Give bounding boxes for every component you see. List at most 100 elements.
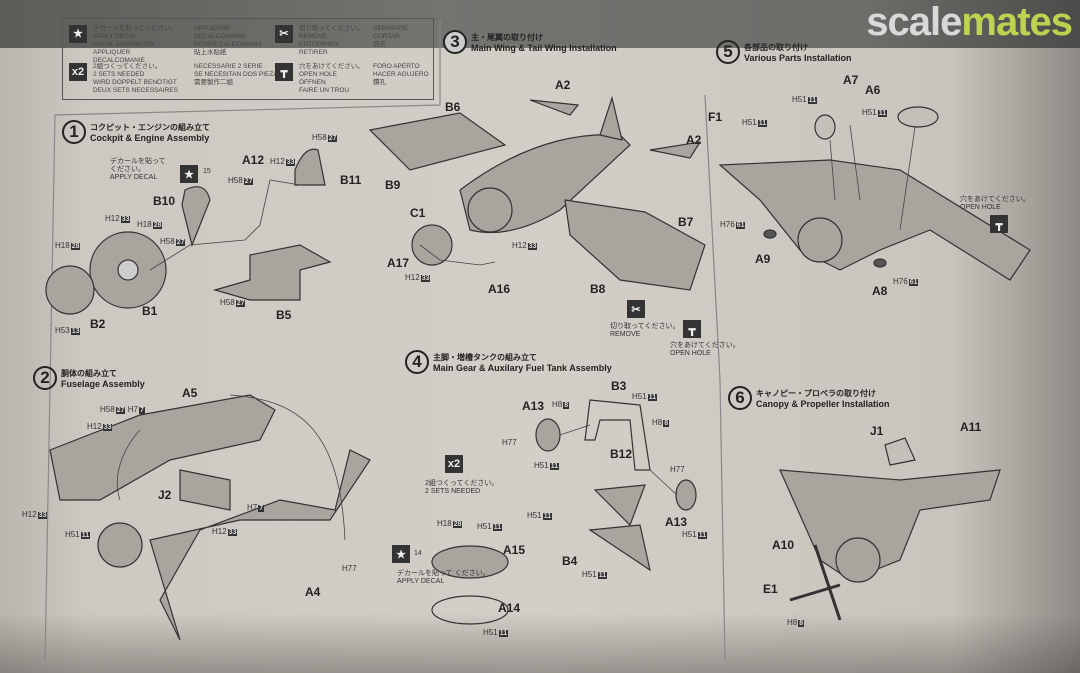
step-title-jp: コクピット・エンジンの組み立て xyxy=(90,122,210,132)
star-decal-icon: ★ xyxy=(392,545,410,563)
apply-decal-note: デカールを貼って ください。APPLY DECAL xyxy=(397,570,490,585)
part-label: A7 xyxy=(843,73,859,87)
dark-top-band xyxy=(0,0,1080,48)
step-title-en: Cockpit & Engine Assembly xyxy=(90,132,210,143)
step-title-jp: 主脚・増槽タンクの組み立て xyxy=(433,352,537,362)
step-title-jp: キャノピー・プロペラの取り付け xyxy=(756,388,876,398)
step-title-en: Fuselage Assembly xyxy=(61,378,145,389)
shadow xyxy=(0,613,1080,673)
cut-icon: ✂ xyxy=(627,300,645,318)
part-label: B12 xyxy=(610,447,633,461)
open-hole-note: 穴をあけてください。OPEN HOLE xyxy=(960,196,1030,211)
part-label: J1 xyxy=(870,424,884,438)
remove-note: 切り取ってください。REMOVE xyxy=(610,323,680,338)
b10 xyxy=(181,186,211,247)
scalemates-watermark: scalemates xyxy=(866,0,1073,44)
wing-b7 xyxy=(564,199,706,291)
paint-code: H77 xyxy=(502,438,517,447)
seat-b11 xyxy=(294,148,326,186)
star-decal-icon: ★ xyxy=(69,25,87,43)
aircraft-step6 xyxy=(779,469,1001,581)
paint-code: H77 xyxy=(670,465,685,474)
drill-icon: ┳ xyxy=(683,320,701,338)
part-label: B11 xyxy=(340,173,362,187)
step-number: 3 xyxy=(443,30,467,54)
part-label: E1 xyxy=(763,582,778,596)
part-label: A13 xyxy=(522,399,545,413)
wheel-a13b xyxy=(675,479,697,511)
paint-code: H77 xyxy=(342,564,357,573)
decal-number: 15 xyxy=(203,168,211,175)
part-label: A9 xyxy=(755,252,771,266)
step-title-jp: 主・尾翼の取り付け xyxy=(471,32,543,42)
two-sets-note: 2組つくってください。2 SETS NEEDED xyxy=(425,480,499,495)
apply-decal-note: デカールを貼って ください。APPLY DECAL xyxy=(110,158,166,181)
fuselage-a4 xyxy=(149,449,371,641)
part-label: A11 xyxy=(960,420,982,434)
wing-b6 xyxy=(368,112,507,171)
part-label: A15 xyxy=(503,543,526,557)
x2-badge: x2 xyxy=(69,63,87,81)
step-title-en: Various Parts Installation xyxy=(744,52,852,63)
step-number: 1 xyxy=(62,120,86,144)
step-title-en: Canopy & Propeller Installation xyxy=(756,398,890,409)
part-label: A14 xyxy=(498,601,521,615)
part-label: B9 xyxy=(385,178,401,192)
open-hole-note: 穴をあけてください。OPEN HOLE xyxy=(670,342,740,357)
cowl-c1 xyxy=(411,224,453,266)
part-label: C1 xyxy=(410,206,426,220)
step-number: 6 xyxy=(728,386,752,410)
part-label: A13 xyxy=(665,515,688,529)
drop-tank-a15 xyxy=(431,545,509,579)
x2-badge: x2 xyxy=(445,455,463,473)
decal-number: 14 xyxy=(414,550,422,557)
part-label: F1 xyxy=(708,110,723,124)
part-label: B5 xyxy=(276,308,292,322)
part-label: B6 xyxy=(445,100,461,114)
part-label: A10 xyxy=(772,538,795,552)
part-label: A2 xyxy=(686,133,702,147)
part-label: A4 xyxy=(305,585,321,599)
wheel-a13 xyxy=(535,418,561,452)
engine-b2 xyxy=(45,265,95,315)
drill-icon: ┳ xyxy=(275,63,293,81)
part-label: A6 xyxy=(865,83,881,97)
part-label: A17 xyxy=(387,256,410,270)
part-label: J2 xyxy=(158,488,172,502)
step-number: 2 xyxy=(33,366,57,390)
